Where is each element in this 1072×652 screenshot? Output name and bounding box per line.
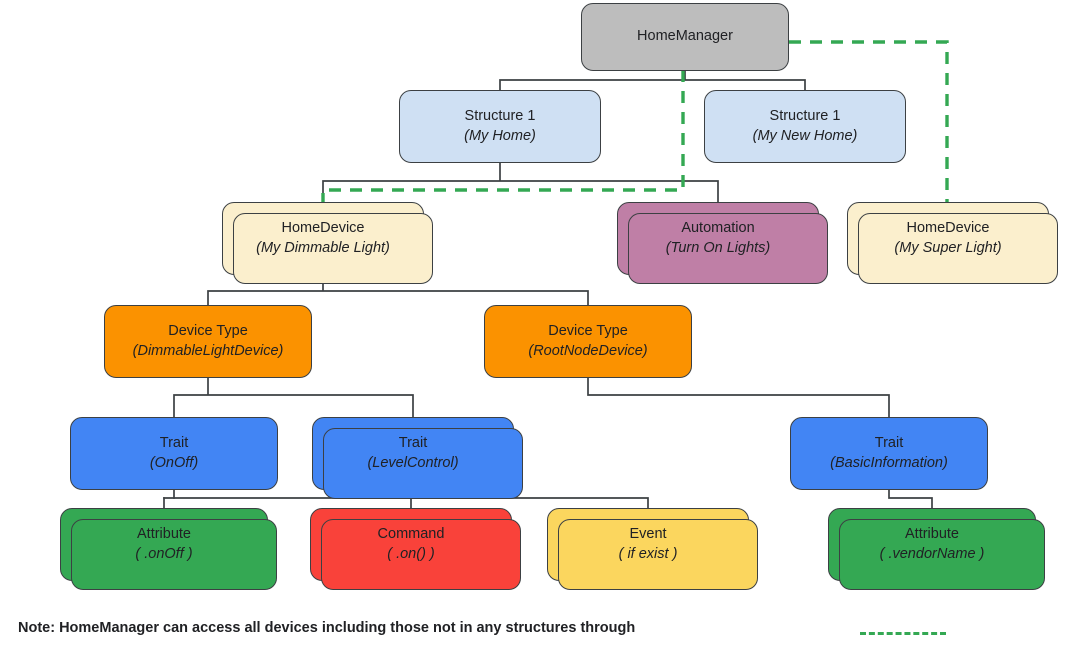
node-title: HomeDevice (906, 220, 990, 237)
node-subtitle: (LevelControl) (367, 454, 459, 471)
node-home-manager[interactable]: HomeManager (581, 3, 789, 71)
node-subtitle: (DimmableLightDevice) (132, 342, 284, 359)
node-trait-basicinformation[interactable]: Trait (BasicInformation) (790, 417, 988, 490)
node-subtitle: ( .on() ) (387, 545, 435, 562)
node-subtitle: (RootNodeDevice) (528, 342, 648, 359)
node-title: Device Type (548, 323, 628, 340)
node-structure-1-my-new-home[interactable]: Structure 1 (My New Home) (704, 90, 906, 163)
node-home-device-super-light[interactable]: HomeDevice (My Super Light) (847, 202, 1058, 284)
node-device-type-dimmable-light-device[interactable]: Device Type (DimmableLightDevice) (104, 305, 312, 378)
node-attribute-onoff[interactable]: Attribute ( .onOff ) (60, 508, 277, 590)
node-structure-1-my-home[interactable]: Structure 1 (My Home) (399, 90, 601, 163)
footnote-dashed-legend-icon (860, 632, 946, 635)
node-subtitle: ( .onOff ) (135, 545, 193, 562)
node-event-if-exist[interactable]: Event ( if exist ) (547, 508, 758, 590)
node-title: Attribute (137, 526, 191, 543)
node-subtitle: ( .vendorName ) (879, 545, 985, 562)
node-subtitle: (My New Home) (752, 127, 858, 144)
node-home-device-dimmable[interactable]: HomeDevice (My Dimmable Light) (222, 202, 433, 284)
node-command-on[interactable]: Command ( .on() ) (310, 508, 521, 590)
node-title: Structure 1 (769, 108, 841, 125)
node-title: Structure 1 (464, 108, 536, 125)
node-attribute-vendorname[interactable]: Attribute ( .vendorName ) (828, 508, 1045, 590)
node-title: Attribute (905, 526, 959, 543)
node-subtitle: (My Home) (464, 127, 536, 144)
node-title: Automation (681, 220, 755, 237)
node-title: Command (377, 526, 445, 543)
node-automation-turn-on-lights[interactable]: Automation (Turn On Lights) (617, 202, 828, 284)
node-trait-onoff[interactable]: Trait (OnOff) (70, 417, 278, 490)
node-title: Trait (159, 435, 189, 452)
node-subtitle: (My Dimmable Light) (256, 239, 390, 256)
node-subtitle: ( if exist ) (618, 545, 678, 562)
node-subtitle: (My Super Light) (894, 239, 1002, 256)
footnote-text: Note: HomeManager can access all devices… (18, 620, 636, 636)
node-title: HomeDevice (281, 220, 365, 237)
node-trait-levelcontrol[interactable]: Trait (LevelControl) (312, 417, 523, 499)
node-title: Trait (398, 435, 428, 452)
node-subtitle: (OnOff) (149, 454, 199, 471)
node-subtitle: (Turn On Lights) (665, 239, 771, 256)
node-device-type-root-node-device[interactable]: Device Type (RootNodeDevice) (484, 305, 692, 378)
node-title: Device Type (168, 323, 248, 340)
node-title: Event (629, 526, 667, 543)
node-subtitle: (BasicInformation) (830, 454, 948, 471)
node-title: Trait (874, 435, 904, 452)
node-title: HomeManager (637, 28, 733, 45)
